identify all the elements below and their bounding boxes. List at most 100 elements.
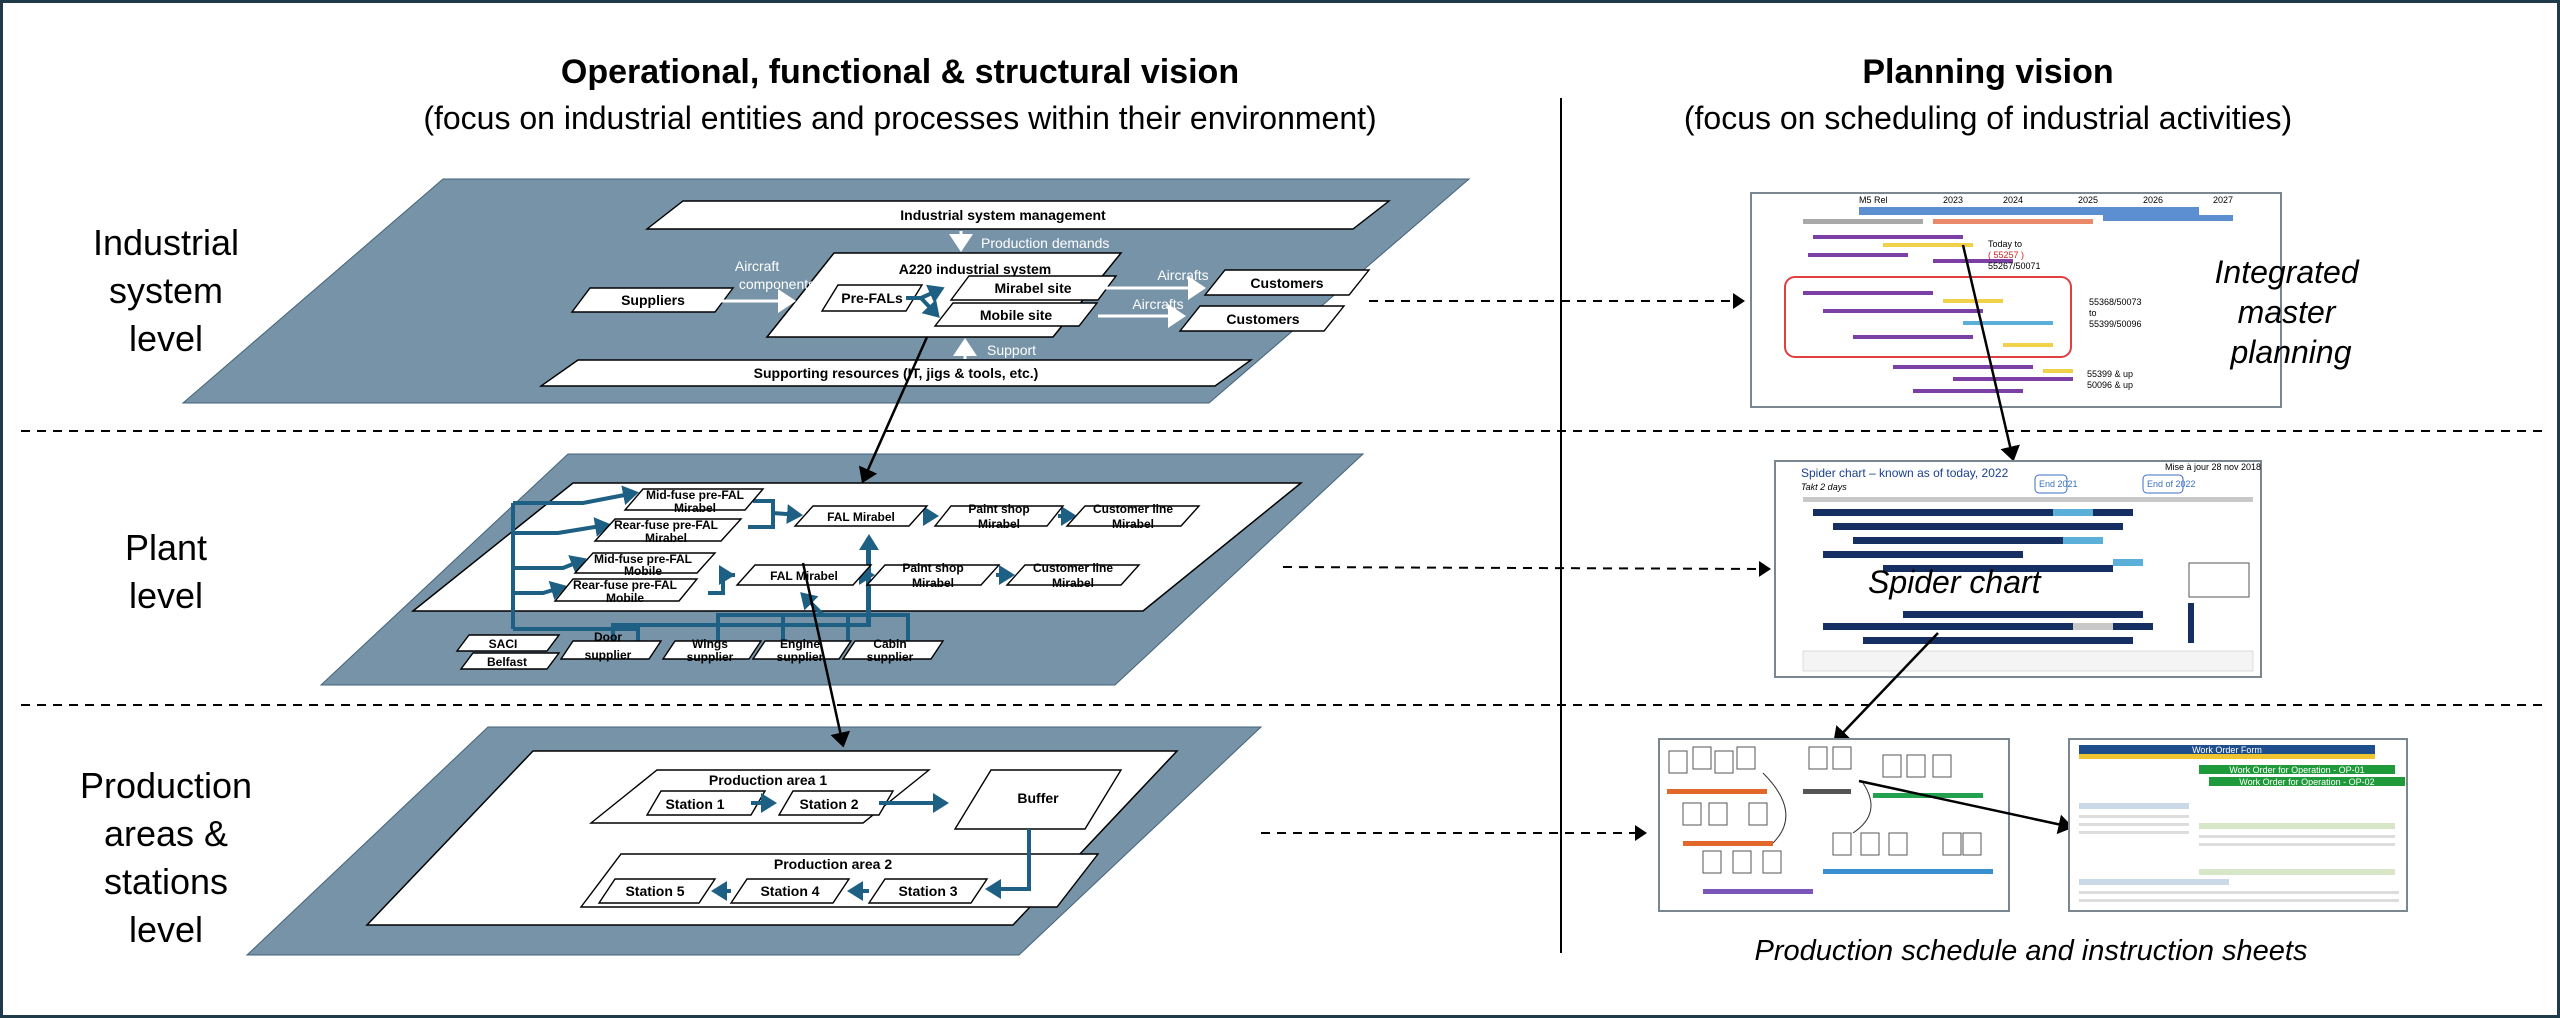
- svg-text:2023: 2023: [1943, 195, 1963, 205]
- svg-text:supplier: supplier: [687, 650, 734, 664]
- svg-text:Mirabel: Mirabel: [1052, 576, 1094, 590]
- svg-text:2026: 2026: [2143, 195, 2163, 205]
- svg-text:50096 & up: 50096 & up: [2087, 380, 2133, 390]
- master-planning-caption: Integrated master planning: [2215, 254, 2368, 370]
- station-4-box: [729, 878, 851, 904]
- rear-fuse-mobile-box: [553, 578, 699, 602]
- pre-fals-box: [820, 284, 924, 312]
- aircrafts-label-1: Aircrafts: [1157, 267, 1208, 283]
- arrow-master-to-spider: [1961, 244, 2020, 462]
- svg-text:55399 & up: 55399 & up: [2087, 369, 2133, 379]
- svg-text:SACI: SACI: [489, 637, 518, 651]
- svg-text:level: level: [129, 318, 203, 359]
- svg-text:Paint shop: Paint shop: [968, 502, 1029, 516]
- svg-text:level: level: [129, 575, 203, 616]
- svg-text:Pre-FALs: Pre-FALs: [841, 290, 903, 306]
- svg-text:Mise à jour 28 nov 2018: Mise à jour 28 nov 2018: [2165, 462, 2261, 472]
- aircrafts-label-2: Aircrafts: [1132, 296, 1183, 312]
- fal-mirabel-box-1: [793, 505, 929, 527]
- svg-text:supplier: supplier: [585, 648, 632, 662]
- paint-shop-box-2: [865, 564, 1001, 586]
- plant-flow-lines: [511, 485, 1077, 643]
- svg-text:Mirabel: Mirabel: [912, 576, 954, 590]
- production-demands-label: Production demands: [981, 235, 1109, 251]
- svg-text:Mirabel: Mirabel: [1112, 517, 1154, 531]
- svg-text:Customer line: Customer line: [1033, 561, 1113, 575]
- station-1-box: [645, 790, 767, 816]
- spider-chart-thumbnail: Spider chart – known as of today, 2022 T…: [1774, 460, 2262, 678]
- dashed-arrow-plant: [1282, 560, 1771, 577]
- schedule-caption: Production schedule and instruction shee…: [1755, 935, 2308, 967]
- support-label: Support: [987, 342, 1036, 358]
- right-subtitle: (focus on scheduling of industrial activ…: [1684, 100, 2292, 136]
- svg-text:Mid-fuse pre-FAL: Mid-fuse pre-FAL: [646, 488, 744, 502]
- svg-text:55399/50096: 55399/50096: [2089, 319, 2142, 329]
- svg-text:Station 1: Station 1: [665, 796, 724, 812]
- industrial-management-box: [644, 200, 1392, 230]
- svg-text:Station 2: Station 2: [799, 796, 858, 812]
- door-supplier-box: [559, 640, 663, 660]
- saci-box: [455, 634, 561, 652]
- svg-text:Mobile site: Mobile site: [980, 307, 1053, 323]
- svg-text:Station 5: Station 5: [625, 883, 684, 899]
- svg-text:FAL Mirabel: FAL Mirabel: [827, 510, 895, 524]
- diagram-svg: Operational, functional & structural vis…: [21, 53, 2543, 967]
- arrow-schedule-to-form: [1858, 779, 2074, 835]
- level-label-plant: Plant level: [125, 527, 207, 616]
- svg-text:Customers: Customers: [1250, 275, 1323, 291]
- svg-text:Belfast: Belfast: [487, 655, 527, 669]
- svg-text:Mirabel site: Mirabel site: [994, 280, 1071, 296]
- station-2-box: [777, 790, 895, 816]
- left-subtitle: (focus on industrial entities and proces…: [423, 100, 1376, 136]
- schedule-thumbnail: [1658, 738, 2010, 912]
- svg-text:Work Order Form: Work Order Form: [2192, 745, 2262, 755]
- left-title: Operational, functional & structural vis…: [561, 53, 1239, 91]
- svg-text:Work Order for Operation - OP-: Work Order for Operation - OP-01: [2229, 765, 2364, 775]
- svg-text:areas &: areas &: [104, 813, 228, 854]
- svg-text:Production area 1: Production area 1: [709, 772, 827, 788]
- svg-text:Cabin: Cabin: [873, 637, 906, 651]
- customers-box-2: [1178, 305, 1346, 332]
- cabin-supplier-box: [841, 640, 945, 660]
- svg-text:Mirabel: Mirabel: [674, 501, 716, 515]
- svg-text:supplier: supplier: [867, 650, 914, 664]
- svg-text:Buffer: Buffer: [1017, 790, 1059, 806]
- svg-text:Wings: Wings: [692, 637, 728, 651]
- svg-text:system: system: [109, 270, 223, 311]
- svg-text:Customers: Customers: [1226, 311, 1299, 327]
- svg-text:Industrial system management: Industrial system management: [900, 207, 1106, 223]
- wings-supplier-box: [661, 640, 763, 660]
- svg-text:Mid-fuse pre-FAL: Mid-fuse pre-FAL: [594, 552, 692, 566]
- svg-text:End 2021: End 2021: [2039, 479, 2078, 489]
- svg-text:Station 3: Station 3: [898, 883, 957, 899]
- level-label-industrial: Industrial system level: [93, 222, 239, 359]
- customer-line-box-2: [1005, 564, 1141, 586]
- svg-text:Supporting resources (IT, jigs: Supporting resources (IT, jigs & tools, …: [754, 365, 1039, 381]
- svg-text:Rear-fuse pre-FAL: Rear-fuse pre-FAL: [614, 518, 718, 532]
- rear-fuse-mirabel-box: [593, 518, 743, 542]
- svg-text:55368/50073: 55368/50073: [2089, 297, 2142, 307]
- arrow-spider-to-schedule: [1833, 632, 1939, 743]
- station-3-box: [867, 878, 989, 904]
- station-5-box: [597, 878, 717, 904]
- mid-fuse-mirabel-box: [623, 488, 765, 511]
- production-plane: Production area 1 Station 1 Station 2 Bu…: [245, 726, 1263, 956]
- production-flow-lines: [711, 793, 1031, 901]
- mid-fuse-mobile-box: [573, 552, 717, 574]
- customers-box-1: [1203, 269, 1371, 296]
- svg-text:level: level: [129, 909, 203, 950]
- svg-text:Spider chart – known as of tod: Spider chart – known as of today, 2022: [1801, 466, 2009, 480]
- svg-text:Rear-fuse pre-FAL: Rear-fuse pre-FAL: [573, 578, 677, 592]
- svg-text:2024: 2024: [2003, 195, 2023, 205]
- svg-text:Today to: Today to: [1988, 239, 2022, 249]
- svg-text:End of 2022: End of 2022: [2147, 479, 2196, 489]
- svg-text:2025: 2025: [2078, 195, 2098, 205]
- right-title: Planning vision: [1862, 53, 2113, 91]
- industrial-plane: Industrial system management Production …: [181, 178, 1471, 404]
- buffer-box: [953, 769, 1123, 830]
- svg-text:Paint shop: Paint shop: [902, 561, 963, 575]
- svg-text:Door: Door: [594, 630, 622, 644]
- spider-chart-caption: Spider chart: [1868, 564, 2042, 600]
- level-label-production: Production areas & stations level: [80, 765, 252, 950]
